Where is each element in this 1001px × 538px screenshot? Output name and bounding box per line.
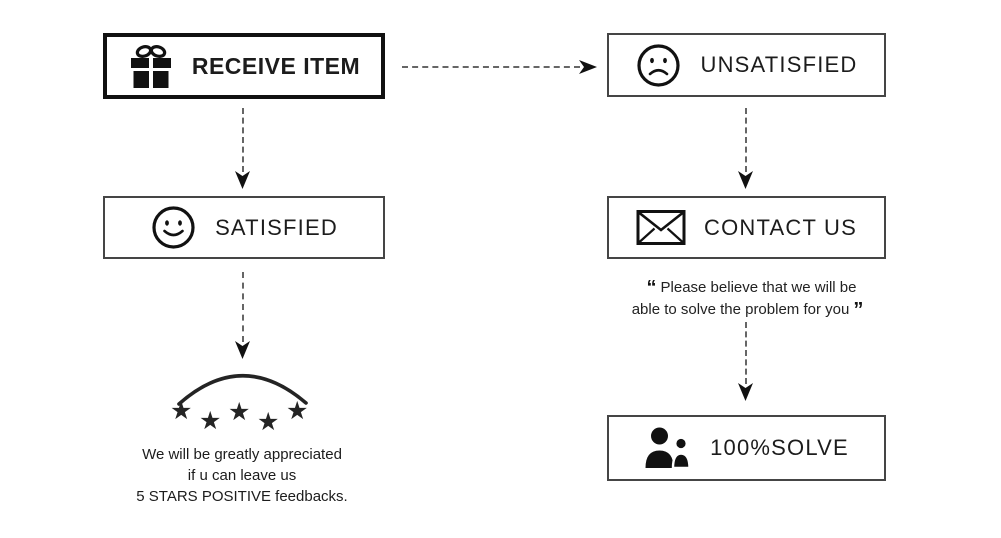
arrow-receive-to-unsatisfied bbox=[402, 66, 580, 68]
arrow-receive-to-satisfied bbox=[242, 108, 244, 172]
arrow-quote-to-solve bbox=[745, 322, 747, 384]
contact-us-box: CONTACT US bbox=[607, 196, 886, 259]
arrowhead-right-icon bbox=[579, 60, 597, 74]
unsatisfied-box: UNSATISFIED bbox=[607, 33, 886, 97]
gift-icon bbox=[128, 43, 174, 90]
note-line2: if u can leave us bbox=[187, 467, 297, 484]
star-icon: ★ bbox=[228, 398, 251, 426]
solve-box: 100%SOLVE bbox=[607, 415, 886, 481]
sad-face-icon bbox=[635, 42, 682, 89]
satisfied-box: SATISFIED bbox=[103, 196, 385, 259]
feedback-note: We will be greatly appreciated if u can … bbox=[92, 444, 392, 507]
star-icon: ★ bbox=[286, 397, 309, 425]
star-icon: ★ bbox=[199, 407, 222, 435]
quote-line2: able to solve the problem for you bbox=[631, 301, 850, 318]
stars-arc bbox=[177, 374, 308, 406]
unsatisfied-label: UNSATISFIED bbox=[700, 52, 858, 77]
solve-label: 100%SOLVE bbox=[710, 435, 849, 460]
arrowhead-down-icon bbox=[235, 171, 250, 189]
arrow-satisfied-to-stars bbox=[242, 272, 244, 342]
arrowhead-down-icon bbox=[738, 383, 753, 401]
star-icon: ★ bbox=[170, 397, 193, 425]
star-icon: ★ bbox=[257, 408, 280, 436]
open-quote-mark: “ bbox=[646, 277, 657, 299]
arrowhead-down-icon bbox=[235, 341, 250, 359]
arrow-unsatisfied-to-contact bbox=[745, 108, 747, 172]
note-line3: 5 STARS POSITIVE feedbacks. bbox=[136, 488, 348, 505]
receive-item-label: RECEIVE ITEM bbox=[191, 52, 361, 79]
contact-us-label: CONTACT US bbox=[704, 214, 857, 240]
quote-line1: Please believe that we will be bbox=[660, 279, 857, 296]
close-quote-mark: ” bbox=[853, 299, 864, 321]
people-icon bbox=[644, 426, 692, 471]
receive-item-box: RECEIVE ITEM bbox=[103, 33, 385, 99]
reassurance-quote: “Please believe that we will be able to … bbox=[597, 276, 902, 321]
satisfied-label: SATISFIED bbox=[215, 214, 338, 240]
envelope-icon bbox=[636, 209, 686, 246]
smiley-face-icon bbox=[150, 204, 197, 251]
arrowhead-down-icon bbox=[738, 171, 753, 189]
note-line1: We will be greatly appreciated bbox=[142, 446, 342, 463]
